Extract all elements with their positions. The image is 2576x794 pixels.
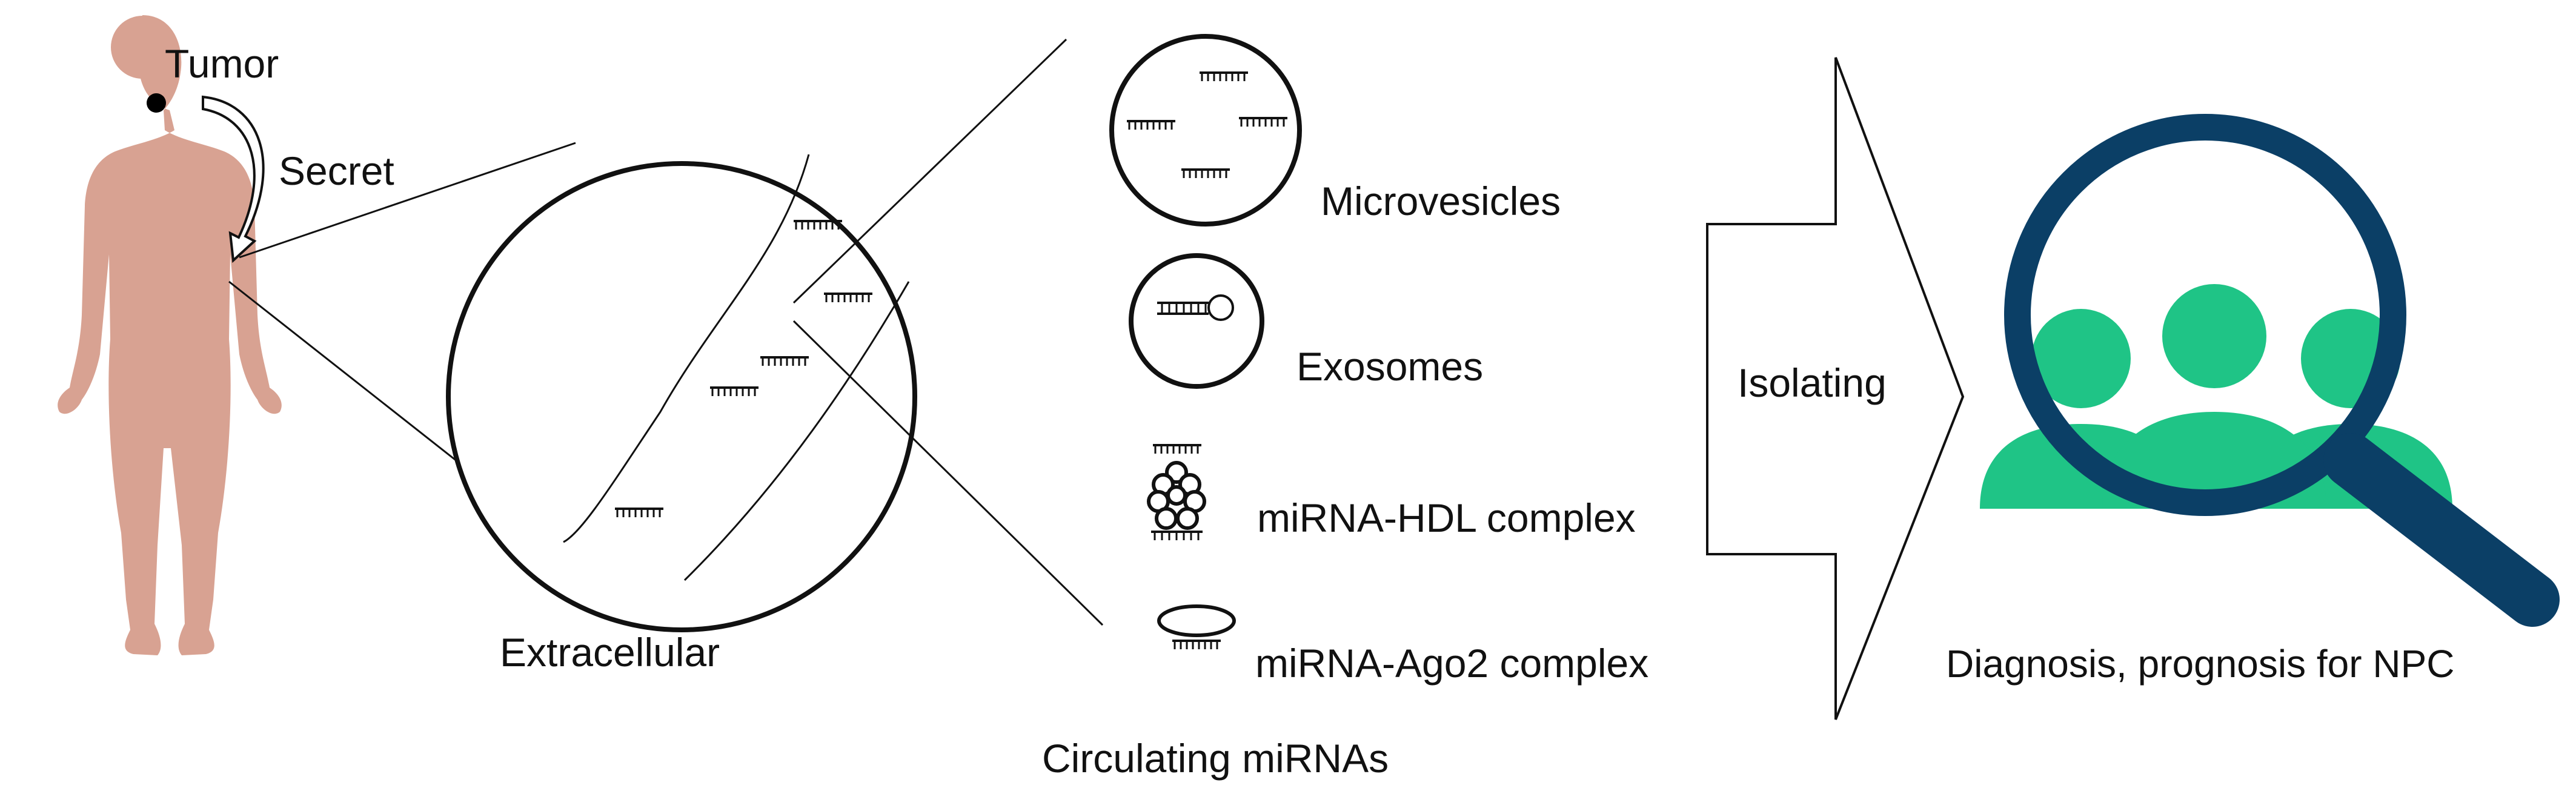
secret-arrow-icon: [202, 95, 265, 263]
extracellular-zoom-circle: [446, 154, 917, 632]
zoom-line-upper: [792, 38, 1067, 304]
extracellular-label: Extracellular: [500, 630, 720, 675]
cell-membrane-line-1: [563, 154, 810, 543]
hdl-complex-icon: [1147, 444, 1206, 540]
secret-label: Secret: [279, 148, 394, 193]
body-silhouette: [58, 15, 282, 655]
exosome-icon: [1129, 253, 1264, 389]
tumor-label: Tumor: [165, 41, 279, 86]
microvesicle-icon: [1109, 34, 1302, 227]
ago2-complex-label: miRNA-Ago2 complex: [1255, 641, 1648, 686]
isolating-arrow: [1706, 57, 1965, 720]
diagnosis-label: Diagnosis, prognosis for NPC: [1946, 642, 2454, 686]
magnifier-icon: [2004, 114, 2560, 627]
cell-membrane-line-2: [683, 281, 910, 581]
zoom-line-top: [239, 142, 576, 259]
isolating-label: Isolating: [1738, 360, 1887, 405]
human-body-icon: [58, 15, 282, 655]
head: [111, 16, 174, 79]
ago2-complex-icon: [1157, 604, 1236, 650]
mirna-glyph: [1152, 444, 1203, 455]
zoom-line-lower: [792, 320, 1104, 626]
hdl-complex-label: miRNA-HDL complex: [1257, 495, 1636, 540]
mirna-glyph: [1171, 640, 1222, 650]
exosomes-label: Exosomes: [1296, 344, 1483, 389]
microvesicles-label: Microvesicles: [1321, 179, 1561, 223]
tumor-dot: [147, 93, 166, 113]
circulating-mirnas-label: Circulating miRNAs: [1042, 736, 1389, 781]
